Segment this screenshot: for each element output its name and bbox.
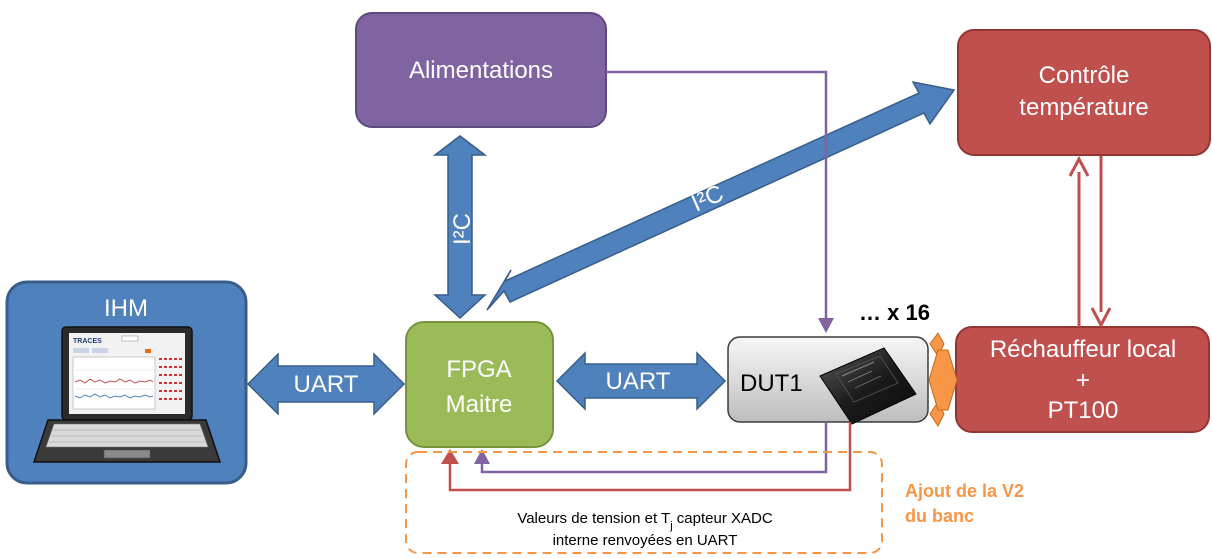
laptop-icon: TRACES (32, 326, 222, 463)
uart-left-arrow: UART (246, 352, 406, 416)
i2c-vertical-arrow: I²C (432, 135, 488, 320)
note-line2: interne renvoyées en UART (553, 532, 738, 549)
alimentations-label: Alimentations (409, 57, 553, 84)
uart-right-arrow: UART (555, 351, 727, 411)
v2-annotation-line2: du banc (905, 506, 974, 526)
rechauffeur-label-line2: + (1076, 367, 1090, 394)
orange-connector (928, 332, 958, 427)
uart-left-label: UART (294, 371, 359, 398)
feedback-line-red (441, 422, 852, 492)
multiplier-label: … x 16 (859, 300, 930, 325)
rechauffeur-label-line3: PT100 (1048, 397, 1119, 424)
controle-label-line2: température (1019, 94, 1148, 121)
fpga-maitre-box: FPGA Maitre (405, 321, 554, 448)
fpga-label-line2: Maitre (446, 391, 513, 418)
rechauffeur-label-line1: Réchauffeur local (990, 336, 1176, 363)
dut1-box: DUT1 (727, 336, 929, 425)
controle-label-line1: Contrôle (1039, 62, 1130, 89)
dut1-label: DUT1 (740, 370, 803, 397)
ihm-label: IHM (104, 295, 148, 322)
v2-addition-dashed-box (405, 451, 883, 554)
fpga-chip-icon (819, 347, 917, 425)
i2c-vertical-label: I²C (449, 213, 476, 245)
rechauffeur-box: Réchauffeur local + PT100 (955, 326, 1210, 433)
uart-right-label: UART (606, 368, 671, 395)
laptop-screen-title: TRACES (73, 338, 102, 345)
alimentations-box: Alimentations (355, 12, 607, 128)
power-line (606, 70, 834, 333)
v2-annotation-line1: Ajout de la V2 (905, 481, 1024, 501)
temperature-link-arrows (1068, 155, 1112, 329)
fpga-label-line1: FPGA (446, 356, 511, 383)
feedback-line-purple (474, 422, 828, 474)
note-line1: Valeurs de tension et Tj capteur XADC (517, 510, 773, 532)
controle-temperature-box: Contrôle température (957, 29, 1211, 156)
